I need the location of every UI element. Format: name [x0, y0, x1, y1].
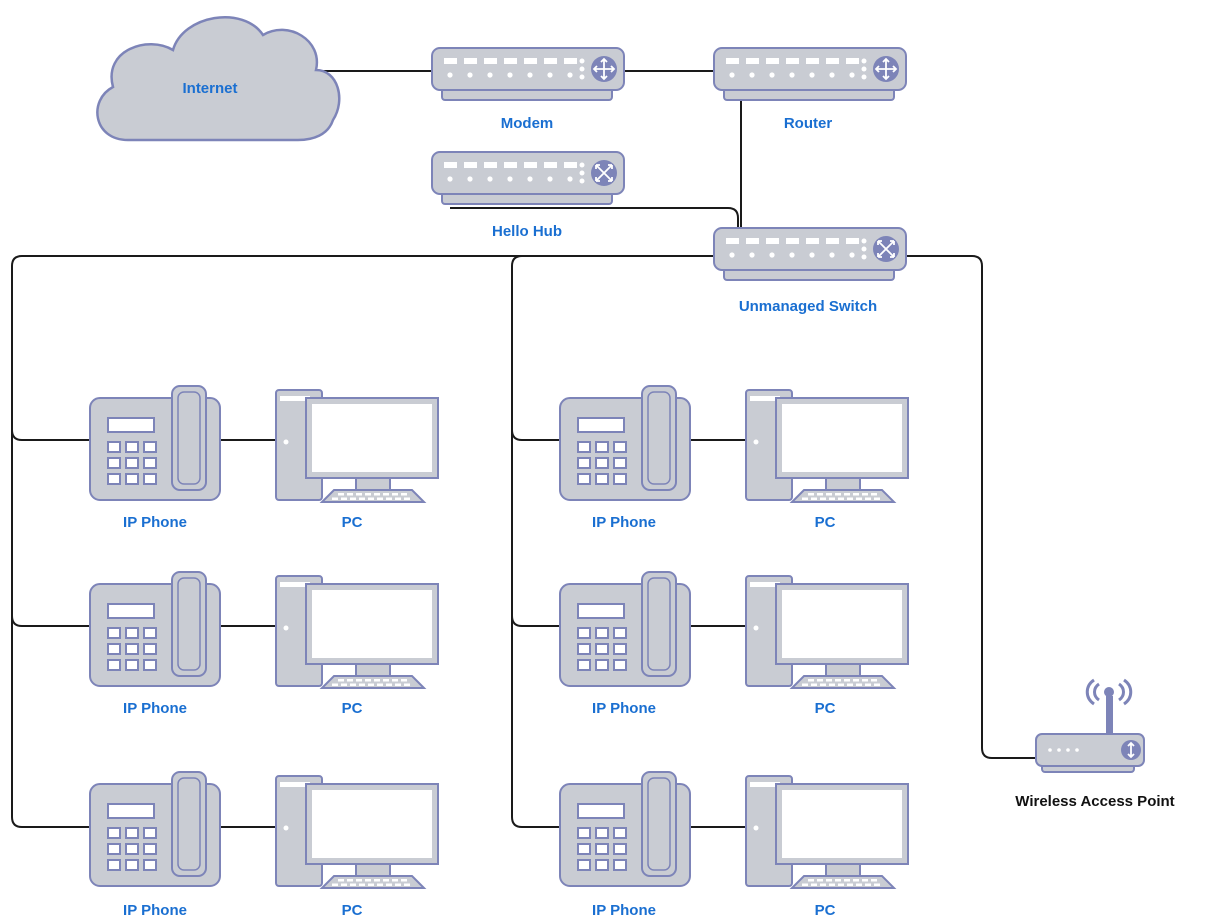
left-ip-phone-2[interactable]: [89, 571, 221, 687]
switch-device[interactable]: [713, 227, 907, 281]
connection-wires: [11, 70, 1036, 828]
router-label: Router: [784, 115, 832, 132]
left-ip-phone-1[interactable]: [89, 385, 221, 501]
right-pc-2[interactable]: [745, 575, 909, 689]
router-arrows-icon: [873, 56, 899, 82]
left-pc-2[interactable]: [275, 575, 439, 689]
left-pc-label-2: PC: [342, 700, 363, 717]
right-ip-phone-2[interactable]: [559, 571, 691, 687]
wire-right-3: [511, 616, 560, 828]
internet-cloud-icon[interactable]: [96, 16, 341, 142]
left-pc-label-3: PC: [342, 902, 363, 919]
wire-right-2: [511, 430, 560, 627]
right-ip-phone-label-2: IP Phone: [592, 700, 656, 717]
left-pc-3[interactable]: [275, 775, 439, 889]
left-ip-phone-label-1: IP Phone: [123, 514, 187, 531]
hub-device[interactable]: [431, 151, 625, 205]
hub-label: Hello Hub: [492, 223, 562, 240]
wire-switch-left-1: [11, 255, 714, 441]
wire-switch-wap: [904, 255, 1036, 759]
right-ip-phone-label-3: IP Phone: [592, 902, 656, 919]
left-pc-1[interactable]: [275, 389, 439, 503]
switch-label: Unmanaged Switch: [739, 298, 877, 315]
right-ip-phone-label-1: IP Phone: [592, 514, 656, 531]
wire-switch-right-1: [511, 255, 714, 441]
wireless-access-point-icon[interactable]: [1035, 678, 1145, 773]
right-ip-phone-1[interactable]: [559, 385, 691, 501]
right-pc-3[interactable]: [745, 775, 909, 889]
internet-label: Internet: [182, 80, 237, 97]
wire-hub-switch: [450, 207, 739, 228]
left-pc-label-1: PC: [342, 514, 363, 531]
router-device[interactable]: [713, 47, 907, 101]
right-pc-label-1: PC: [815, 514, 836, 531]
left-ip-phone-3[interactable]: [89, 771, 221, 887]
modem-device[interactable]: [431, 47, 625, 101]
modem-label: Modem: [501, 115, 554, 132]
left-ip-phone-label-2: IP Phone: [123, 700, 187, 717]
right-ip-phone-3[interactable]: [559, 771, 691, 887]
wire-left-3: [11, 616, 90, 828]
left-ip-phone-label-3: IP Phone: [123, 902, 187, 919]
router-arrows-icon: [591, 56, 617, 82]
right-pc-label-2: PC: [815, 700, 836, 717]
switch-arrows-icon: [591, 160, 617, 186]
wap-label: Wireless Access Point: [1015, 793, 1174, 810]
right-pc-1[interactable]: [745, 389, 909, 503]
switch-arrows-icon: [873, 236, 899, 262]
wire-left-2: [11, 430, 90, 627]
devices: [89, 16, 1145, 889]
right-pc-label-3: PC: [815, 902, 836, 919]
